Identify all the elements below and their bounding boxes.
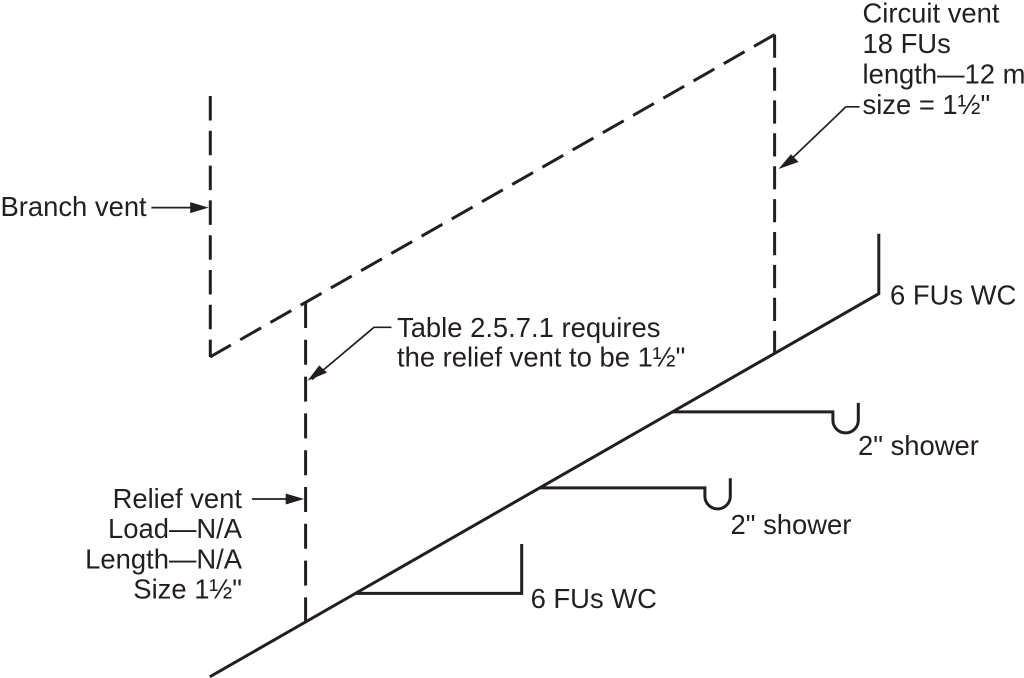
svg-text:2" shower: 2" shower (858, 430, 979, 461)
svg-text:Branch vent: Branch vent (1, 191, 148, 222)
svg-text:Table 2.5.7.1 requires: Table 2.5.7.1 requires (397, 312, 660, 343)
svg-text:18 FUs: 18 FUs (863, 28, 951, 59)
svg-text:2" shower: 2" shower (731, 509, 852, 540)
svg-text:length—12 m: length—12 m (863, 58, 1024, 89)
svg-text:the relief vent to be 1½": the relief vent to be 1½" (397, 342, 685, 373)
svg-text:size = 1½": size = 1½" (863, 89, 991, 120)
svg-text:Circuit vent: Circuit vent (863, 0, 1000, 28)
svg-text:6 FUs WC: 6 FUs WC (531, 583, 657, 614)
svg-text:6 FUs WC: 6 FUs WC (890, 280, 1016, 311)
svg-text:Relief vent: Relief vent (113, 483, 243, 514)
svg-text:Load—N/A: Load—N/A (108, 513, 243, 544)
svg-text:Size 1½": Size 1½" (133, 573, 242, 604)
svg-text:Length—N/A: Length—N/A (85, 543, 243, 574)
